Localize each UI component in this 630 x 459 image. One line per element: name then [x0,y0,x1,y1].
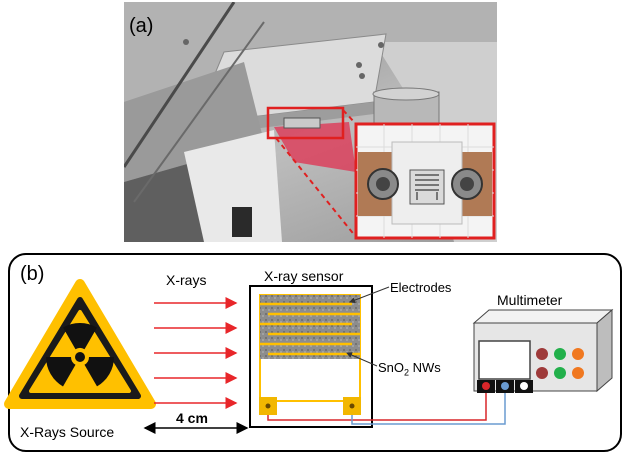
wire-red [268,390,486,420]
multimeter-knob [536,367,548,379]
radiation-warning-icon [9,284,151,404]
terminal-white [520,382,528,390]
sensor-title: X-ray sensor [264,268,343,284]
wire-blue [352,390,505,424]
multimeter-knob [572,348,584,360]
nanowires-label-end: NWs [409,360,441,375]
nanowires-pointer [347,353,377,366]
multimeter-knob [572,367,584,379]
multimeter-device [474,310,612,393]
terminal-red [482,382,490,390]
source-label: X-Rays Source [20,424,114,440]
electrodes-label: Electrodes [390,280,451,295]
sensor-device [259,295,361,415]
xray-label: X-rays [166,272,206,288]
nanowires-label: SnO2 NWs [378,360,441,378]
multimeter-display [479,341,530,379]
multimeter-label: Multimeter [497,292,562,308]
nanowires-label-main: SnO [378,360,404,375]
terminal-blue [501,382,509,390]
multimeter-knob [554,348,566,360]
xray-arrows [154,303,236,403]
multimeter-knob [536,348,548,360]
multimeter-knob [554,367,566,379]
distance-label: 4 cm [176,410,208,426]
